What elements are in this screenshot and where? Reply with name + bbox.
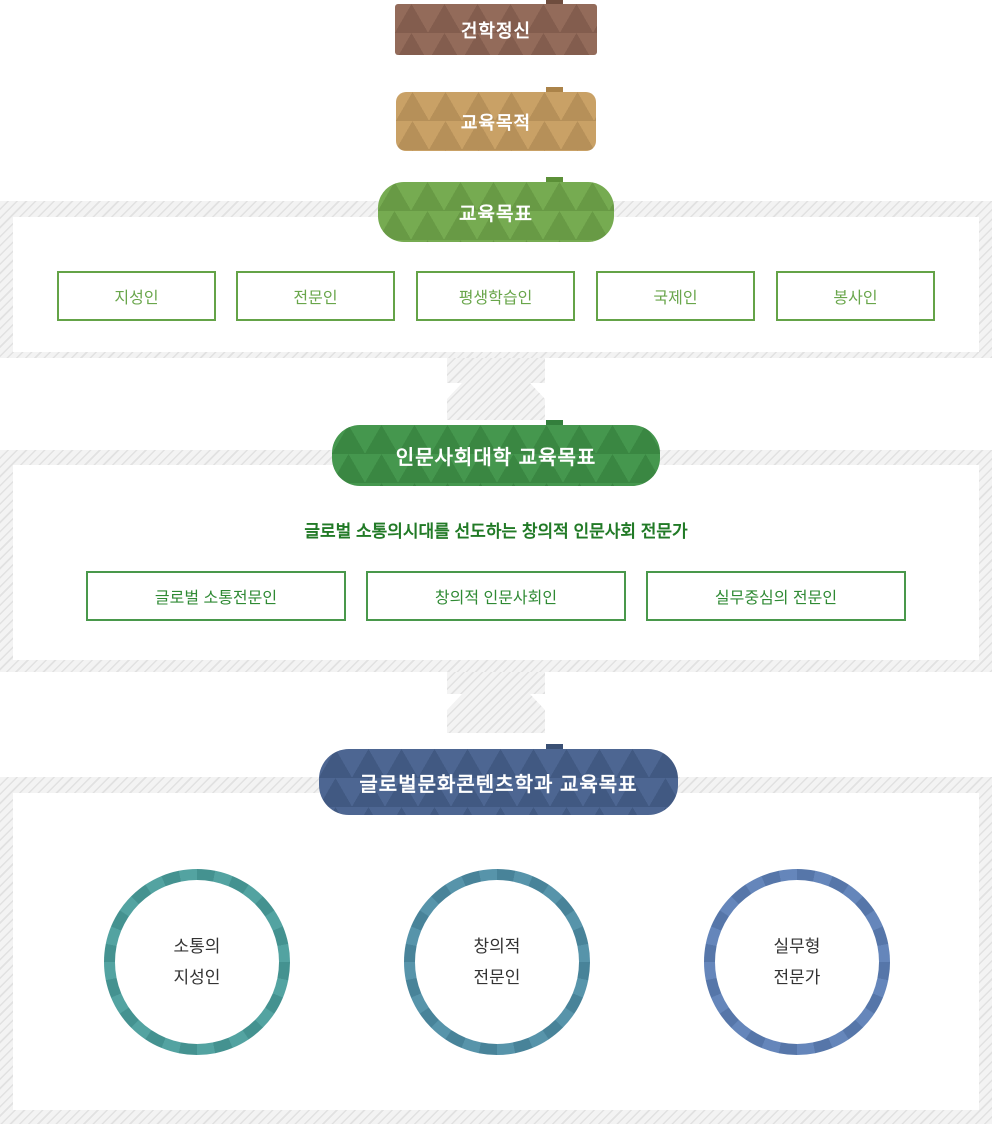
header-fold-purpose [546,87,563,94]
department-goals-header: 글로벌문화콘텐츠학과 교육목표 [319,749,678,815]
education-purpose-box: 교육목적 [396,92,596,151]
education-goals-label: 교육목표 [459,203,533,225]
college-goals-panel [13,465,979,660]
goal-box-professional: 전문인 [236,271,395,321]
goal-circle-practical: 실무형 전문가 [704,869,890,1055]
college-goal-box-creative: 창의적 인문사회인 [366,571,626,621]
circle-line2: 전문인 [473,968,521,987]
education-goals-header: 교육목표 [378,182,614,242]
college-goals-subtitle: 글로벌 소통의시대를 선도하는 창의적 인문사회 전문가 [304,522,688,541]
header-fold-department [546,744,563,751]
circle-line2: 지성인 [173,968,221,987]
goal-box-label: 평생학습인 [458,290,533,307]
header-fold-founding [546,0,563,5]
circle-line2: 전문가 [773,968,821,987]
goal-box-label: 지성인 [114,290,159,307]
goal-box-global-citizen: 국제인 [596,271,755,321]
college-goal-label: 글로벌 소통전문인 [154,590,278,607]
goal-circle-text: 소통의 지성인 [115,880,279,1044]
college-goal-label: 창의적 인문사회인 [434,590,558,607]
college-goals-label: 인문사회대학 교육목표 [395,447,597,469]
header-fold-college [546,420,563,427]
goal-box-label: 전문인 [293,290,338,307]
college-goal-label: 실무중심의 전문인 [714,590,838,607]
college-goals-header: 인문사회대학 교육목표 [332,425,660,486]
goal-circle-text: 창의적 전문인 [415,880,579,1044]
connector-arrow-1 [447,358,545,420]
header-fold-goals [546,177,563,184]
education-purpose-label: 교육목적 [460,112,532,133]
founding-spirit-label: 건학정신 [460,20,532,41]
goal-circle-communication: 소통의 지성인 [104,869,290,1055]
department-goals-label: 글로벌문화콘텐츠학과 교육목표 [359,773,638,796]
founding-spirit-box: 건학정신 [395,4,597,55]
goal-box-intellectual: 지성인 [57,271,216,321]
connector-arrow-2 [447,672,545,733]
goal-box-label: 국제인 [653,290,698,307]
goal-circle-creative: 창의적 전문인 [404,869,590,1055]
college-goal-box-practical: 실무중심의 전문인 [646,571,906,621]
goal-box-label: 봉사인 [833,290,878,307]
goal-box-lifelong-learner: 평생학습인 [416,271,575,321]
goal-box-volunteer: 봉사인 [776,271,935,321]
circle-line1: 실무형 [773,937,821,956]
college-goals-frame [0,450,992,672]
college-goal-box-global: 글로벌 소통전문인 [86,571,346,621]
goal-circle-text: 실무형 전문가 [715,880,879,1044]
circle-line1: 창의적 [473,937,521,956]
circle-line1: 소통의 [173,937,221,956]
